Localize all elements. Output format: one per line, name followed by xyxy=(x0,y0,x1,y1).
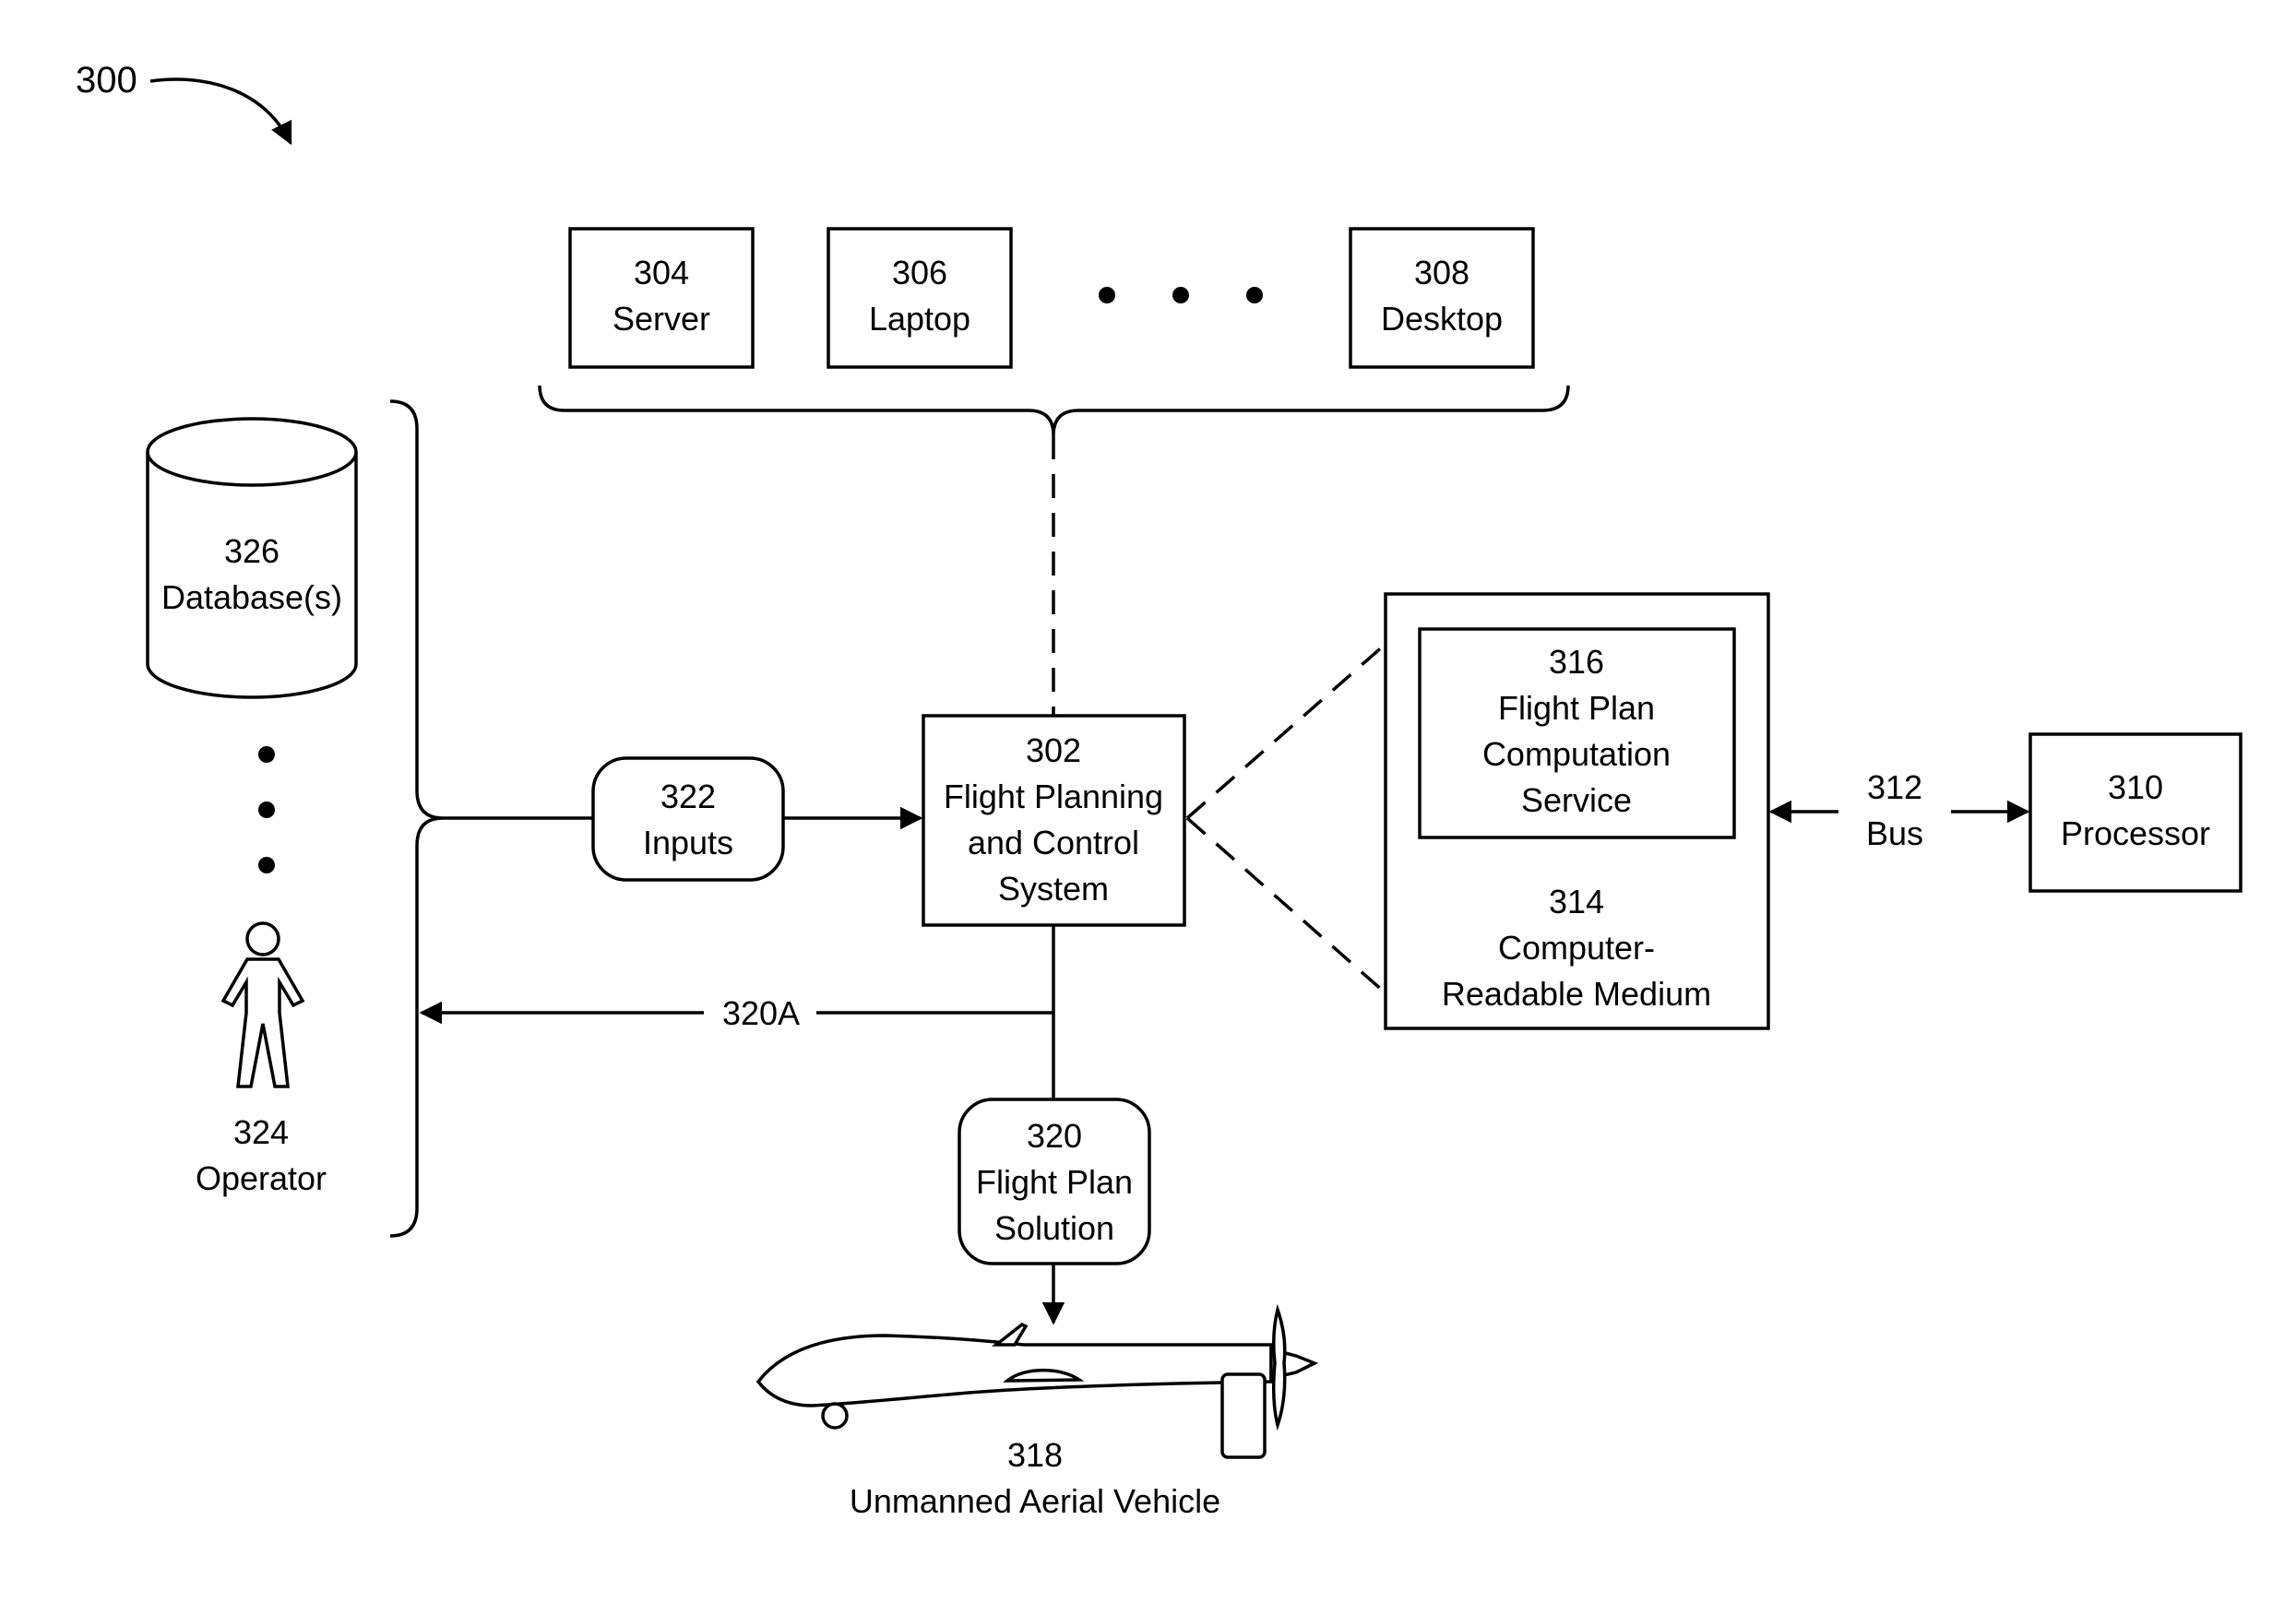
desktop-number: 308 xyxy=(1414,254,1469,291)
fpcs-box: 302 Flight Planning and Control System xyxy=(923,716,1184,925)
service-line1: Flight Plan xyxy=(1498,689,1655,727)
fpcs-line2: and Control xyxy=(968,824,1139,861)
ellipsis-dots-icon xyxy=(1099,287,1263,303)
medium-number: 314 xyxy=(1549,883,1604,920)
ellipsis-dots-vertical xyxy=(258,746,275,873)
figure-ref: 300 xyxy=(76,60,291,143)
laptop-number: 306 xyxy=(892,254,947,291)
processor-label: Processor xyxy=(2061,814,2210,852)
database-cylinder-icon: 326 Database(s) xyxy=(148,419,356,697)
uav-label: Unmanned Aerial Vehicle xyxy=(850,1482,1220,1520)
uav-number: 318 xyxy=(1007,1436,1063,1474)
inputs-number: 322 xyxy=(660,778,716,815)
processor-box: 310 Processor xyxy=(2030,734,2241,891)
solution-box: 320 Flight Plan Solution xyxy=(959,1099,1149,1264)
service-line3: Service xyxy=(1521,781,1632,819)
fpcs-line3: System xyxy=(998,870,1109,908)
feedback-label: 320A xyxy=(722,994,800,1032)
server-box: 304 Server xyxy=(570,229,753,367)
laptop-box: 306 Laptop xyxy=(828,229,1011,367)
service-number: 316 xyxy=(1549,643,1604,681)
left-brace xyxy=(390,401,443,1236)
person-icon xyxy=(223,923,303,1086)
fpcs-to-medium-dash-top xyxy=(1187,646,1384,818)
database-number: 326 xyxy=(224,532,280,570)
bus-label: Bus xyxy=(1866,814,1923,852)
medium-line1: Computer- xyxy=(1498,929,1655,967)
service-box: 316 Flight Plan Computation Service xyxy=(1420,629,1734,837)
fpcs-line1: Flight Planning xyxy=(944,778,1163,815)
solution-line2: Solution xyxy=(994,1209,1114,1247)
desktop-box: 308 Desktop xyxy=(1350,229,1533,367)
solution-number: 320 xyxy=(1027,1117,1082,1155)
operator-label: Operator xyxy=(196,1159,327,1197)
inputs-label: Inputs xyxy=(643,824,733,861)
operator-number: 324 xyxy=(233,1113,289,1151)
uav-drone-icon xyxy=(758,1310,1315,1457)
processor-number: 310 xyxy=(2108,768,2163,806)
medium-line2: Readable Medium xyxy=(1442,975,1711,1013)
server-label: Server xyxy=(613,300,710,338)
fpcs-to-medium-dash-bottom xyxy=(1187,818,1384,991)
fpcs-number: 302 xyxy=(1026,731,1081,769)
devices-brace xyxy=(540,386,1568,435)
bus-number: 312 xyxy=(1867,768,1922,806)
service-line2: Computation xyxy=(1482,735,1671,773)
figure-ref-arrow xyxy=(150,79,291,143)
database-label: Database(s) xyxy=(161,578,342,616)
laptop-label: Laptop xyxy=(869,300,970,338)
figure-ref-number: 300 xyxy=(76,60,137,101)
inputs-box: 322 Inputs xyxy=(593,758,783,880)
solution-line1: Flight Plan xyxy=(976,1163,1133,1201)
desktop-label: Desktop xyxy=(1381,300,1503,338)
server-number: 304 xyxy=(634,254,689,291)
